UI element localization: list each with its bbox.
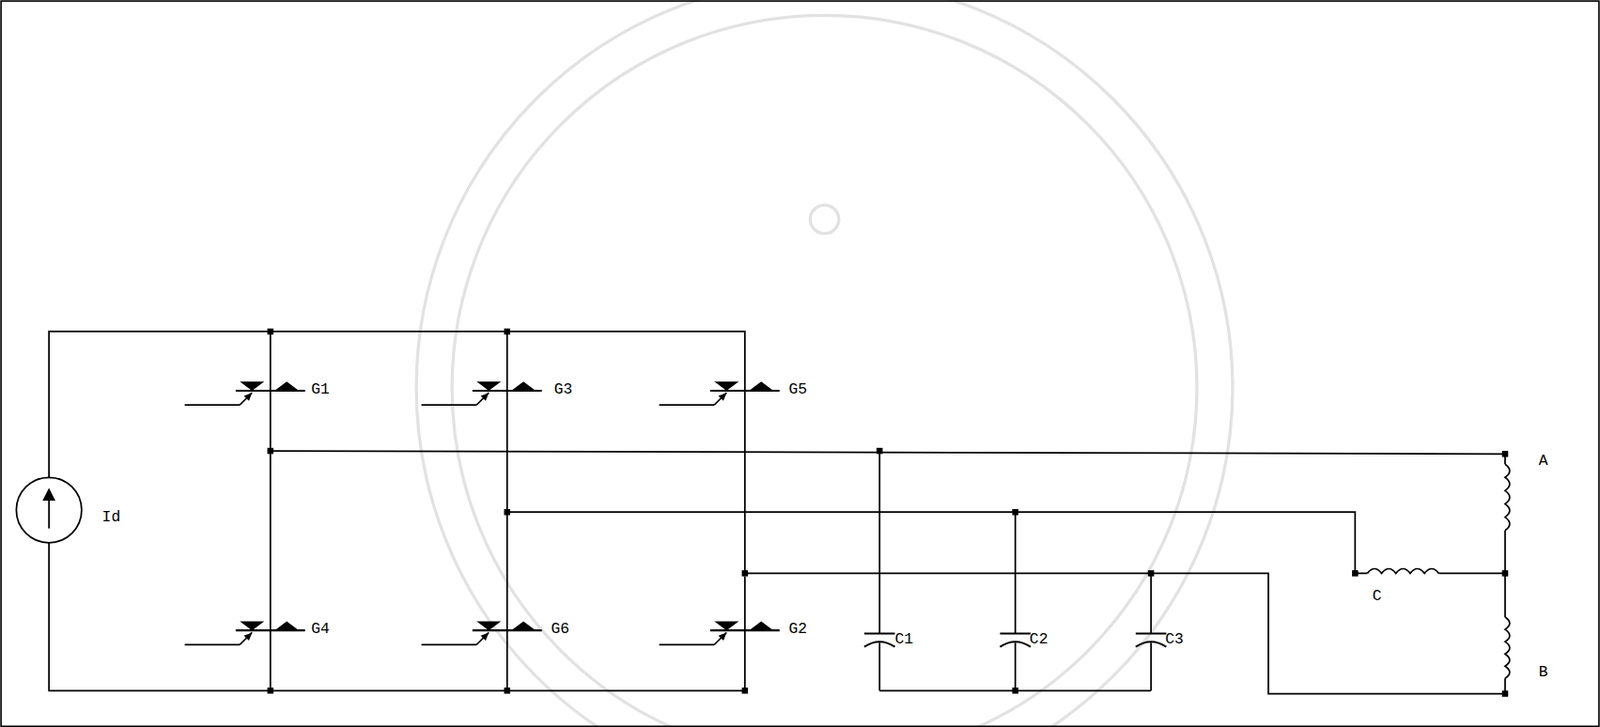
current-source <box>15 477 82 544</box>
part-label: C <box>1372 588 1383 607</box>
thyristor <box>659 621 780 645</box>
thyristor-triangle <box>239 621 265 631</box>
junction-dot <box>742 570 749 577</box>
thyristor-triangle <box>748 381 774 391</box>
junction-dot <box>876 448 884 455</box>
part-label: G5 <box>789 381 808 401</box>
gate-lead <box>714 392 727 405</box>
thyristor-triangle <box>511 621 536 631</box>
part-label: G3 <box>554 381 574 401</box>
part-label: G2 <box>789 621 808 640</box>
thyristor-triangle <box>476 381 501 391</box>
gate-lead <box>239 392 252 405</box>
part-label: A <box>1538 452 1549 472</box>
junction-dot <box>504 687 512 695</box>
gate-arrow <box>244 392 253 402</box>
gate-arrow <box>481 392 490 402</box>
thyristor-triangle <box>274 381 299 391</box>
thyristor-triangle <box>511 381 536 391</box>
junction-dot <box>742 687 749 695</box>
thyristor <box>185 381 306 405</box>
gate-arrow <box>718 632 728 641</box>
thyristor-symbols <box>185 381 780 645</box>
gate-arrow <box>244 632 253 641</box>
wires <box>48 331 1506 695</box>
thyristor-triangle <box>274 621 299 631</box>
junction-dot <box>1148 570 1155 577</box>
capacitor-plate <box>999 641 1031 647</box>
gate-lead <box>185 644 241 647</box>
gate-lead <box>714 632 727 645</box>
junction-dots <box>267 328 1509 698</box>
gate-lead <box>476 392 489 405</box>
part-label: G6 <box>550 621 570 640</box>
thyristor-triangle <box>239 381 265 391</box>
capacitor-plate <box>999 632 1031 635</box>
part-label: Id <box>102 509 122 529</box>
winding-symbols <box>1366 464 1510 679</box>
coil <box>1366 568 1439 574</box>
part-label: G4 <box>310 621 330 640</box>
part-label: C2 <box>1029 631 1049 651</box>
junction-dot <box>1011 509 1019 516</box>
thyristor-triangle <box>748 621 774 631</box>
junction-dot <box>267 328 275 336</box>
coil <box>1505 617 1510 679</box>
gate-lead <box>659 644 715 647</box>
part-label: G1 <box>310 381 330 401</box>
thyristor <box>659 381 780 405</box>
thyristor <box>185 621 306 645</box>
junction-dot <box>1011 687 1019 695</box>
capacitor-plate <box>864 632 896 635</box>
gate-lead <box>239 632 252 645</box>
junction-dot <box>1351 570 1359 577</box>
gate-lead <box>185 403 241 406</box>
junction-dot <box>504 328 512 336</box>
junction-dot <box>1502 570 1509 577</box>
gate-lead <box>476 632 489 645</box>
watermark-seal <box>416 0 1233 727</box>
junction-dot <box>1502 450 1509 458</box>
thyristor-triangle <box>476 621 501 631</box>
junction-dot <box>267 448 275 455</box>
gate-arrow <box>718 392 728 402</box>
gate-lead <box>659 403 715 406</box>
junction-dot <box>1502 690 1509 698</box>
capacitor-plate <box>864 641 896 647</box>
capacitor-plate <box>1135 641 1167 647</box>
coil <box>1505 464 1510 531</box>
junction-dot <box>504 509 512 516</box>
thyristor-triangle <box>714 381 739 391</box>
thyristor-triangle <box>714 621 739 631</box>
gate-lead <box>421 403 478 406</box>
capacitor-plate <box>1135 632 1167 635</box>
thyristor <box>421 381 543 405</box>
junction-dot <box>267 687 275 695</box>
thyristor <box>421 621 543 645</box>
gate-arrow <box>481 632 490 641</box>
part-label: B <box>1538 664 1549 684</box>
gate-lead <box>421 644 478 647</box>
part-label: C1 <box>895 631 915 651</box>
part-label: C3 <box>1165 631 1184 651</box>
